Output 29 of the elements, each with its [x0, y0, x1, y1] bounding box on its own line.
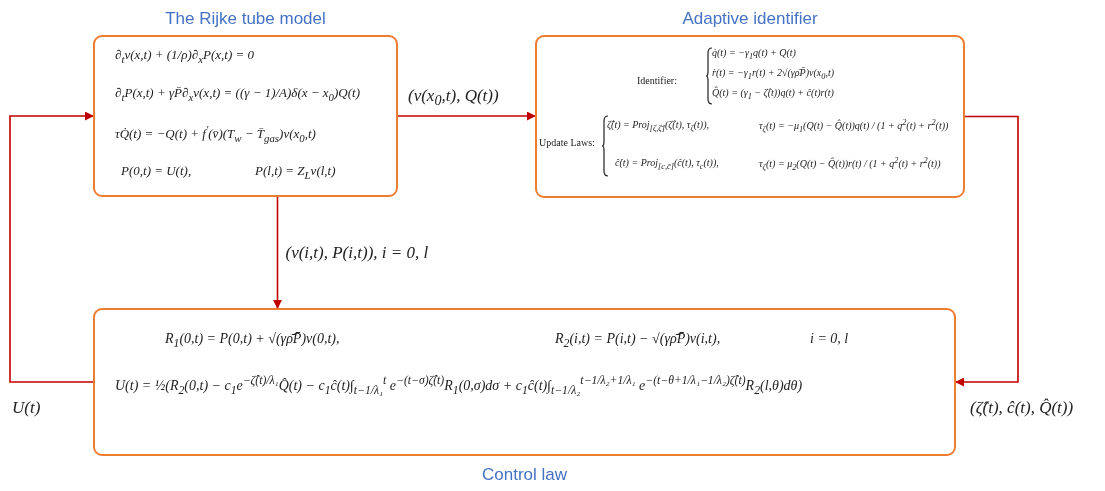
equation: q̇(t) = −γ$_{1}$q(t) + Q(t): [712, 46, 796, 63]
equation: ṙ(t) = −γ$_{1}$r(t) + 2√(γρ̄P̄)v(x$_{0}$,t): [712, 66, 835, 83]
equation: τQ̇(t) = −Q(t) + f$^{′}$(v̄)(T$_{w}$ − T̄$_{gas}$)v(x$_{0}$,t): [115, 122, 316, 146]
edge-label: (ζ̂(t), ĉ(t), Q̂(t)): [970, 398, 1074, 418]
arrow: [9, 111, 94, 383]
equation: P(l,t) = Z$_{L}$v(l,t): [255, 162, 336, 183]
equation: ∂$_{t}$P(x,t) + γP̄∂$_{x}$v(x,t) = ((γ − 1)/A)δ(x − x$_{0}$)Q(t): [115, 84, 360, 105]
equation-label: Identifier:: [637, 74, 677, 88]
equation-label: Update Laws:: [539, 136, 595, 150]
equation: τ$_{ζ}$(t) = −μ$_{1}$(Q(t) − Q̂(t))q(t) / (1 + q$^{2}$(t) + r$^{2}$(t)): [759, 117, 949, 137]
box-title: Control law: [480, 465, 568, 485]
equation: R$_{1}$(0,t) = P(0,t) + √(γρ̄P̄)v(0,t),: [165, 330, 340, 352]
equation: i = 0, l: [810, 330, 849, 348]
arrow: [397, 111, 536, 121]
equation: ĉ̇(t) = Proj$_{[c,c̄]}$(ĉ(t), τ$_{c}$(t)),: [615, 156, 719, 173]
edge-label: U(t): [12, 398, 41, 418]
equation: ζ̂̇(t) = Proj$_{[ζ,ζ̄]}$(ζ̂(t), τ$_{ζ}$(t)),: [607, 118, 710, 135]
box-title: The Rijke tube model: [164, 9, 327, 29]
equation: Q̂(t) = (γ$_{1}$ − ζ̂(t))q(t) + ĉ(t)r(t): [712, 85, 834, 103]
edge-label: (v(i,t), P(i,t)), i = 0, l: [285, 243, 429, 263]
edge-label: (v(x$_{0}$,t), Q(t)): [408, 86, 499, 110]
equation: ∂$_{t}$v(x,t) + (1/ρ)∂$_{x}$P(x,t) = 0: [115, 46, 255, 67]
equation: τ$_{ζ}$(t) = μ$_{2}$(Q(t) − Q̂(t))r(t) / (1 + q$^{2}$(t) + r$^{2}$(t)): [759, 155, 941, 175]
equation: R$_{2}$(i,t) = P(i,t) − √(γρ̄P̄)v(i,t),: [555, 330, 721, 352]
arrow: [273, 196, 282, 309]
arrow: [955, 115, 1019, 387]
equation: U(t) = ½(R$_{2}$(0,t) − c$_{1}$e$^{−ζ̂(t)/λ₁}$Q̂(t) − c$_{1}$ĉ(t)∫$_{t−1/λ₁}$$^{t}$ e$^{−(t−σ)ζ̂(t)}$R$_{1}$(0,σ)dσ + c$_{1}$ĉ(t)∫$_{t−1/λ₂}$$^{t−1/λ₂+1/λ₁}$ e$^{−(t−θ+1/λ₁−1/λ₂)ζ̂(t)}$R$_{2}$(l,θ)dθ): [115, 373, 804, 399]
equation: P(0,t) = U(t),: [121, 162, 192, 180]
box-title: Adaptive identifier: [681, 9, 819, 29]
